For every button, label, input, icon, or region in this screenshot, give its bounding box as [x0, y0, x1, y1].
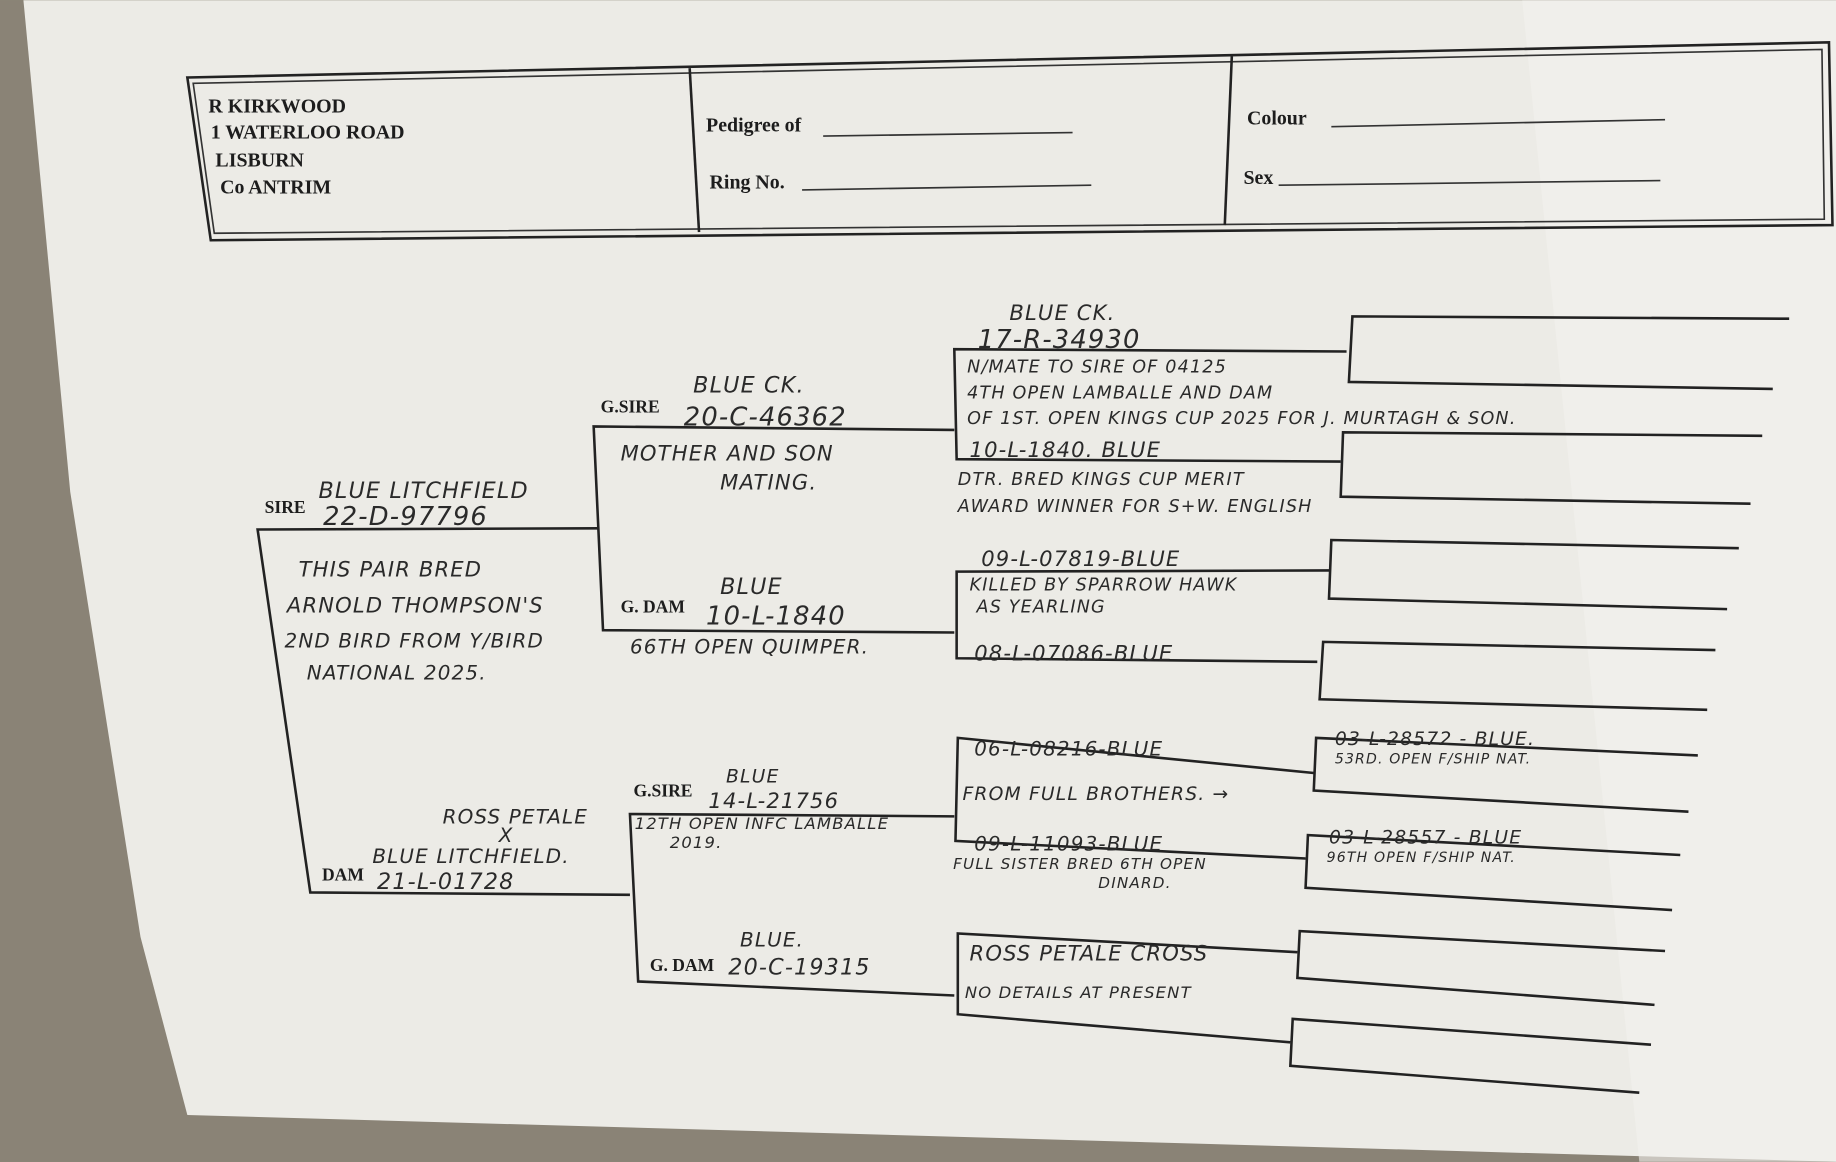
bird-note: 4TH OPEN LAMBALLE AND DAM: [967, 383, 1273, 403]
bird-note: N/MATE TO SIRE OF 04125: [967, 358, 1227, 378]
dam-gsire-label: G.SIRE: [633, 780, 692, 800]
dam-gsire-dam-entry: 09-L-11093-BLUE FULL SISTER BRED 6TH OPE…: [953, 832, 1207, 892]
bird-ring: 10-L-1840. BLUE: [970, 437, 1162, 462]
bird-note: 66TH OPEN QUIMPER.: [630, 636, 869, 659]
sire-note: 2ND BIRD FROM Y/BIRD: [285, 630, 544, 653]
sire-gdam-sire-entry: 09-L-07819-BLUE KILLED BY SPARROW HAWK A…: [970, 546, 1238, 618]
sire-gsire-sire-entry: BLUE CK. 17-R-34930 N/MATE TO SIRE OF 04…: [967, 300, 1516, 429]
header-box: R KIRKWOOD 1 WATERLOO ROAD LISBURN Co AN…: [185, 41, 1834, 242]
colour-label: Colour: [1247, 107, 1307, 129]
sire-entry: BLUE LITCHFIELD 22-D-97796 THIS PAIR BRE…: [285, 478, 544, 684]
ring-no-label: Ring No.: [710, 172, 785, 194]
dam-cross: ROSS PETALE: [443, 805, 588, 828]
bird-ring: 20-C-19315: [728, 954, 870, 980]
bird-note: DTR. BRED KINGS CUP MERIT: [958, 470, 1245, 490]
bird-name: BLUE.: [740, 928, 804, 951]
owner-line-4: Co ANTRIM: [220, 176, 331, 198]
bird-ring: 14-L-21756: [708, 788, 839, 813]
bird-name: BLUE CK.: [1009, 300, 1115, 325]
bird-ring: 03-L-28572 - BLUE.: [1335, 729, 1535, 750]
bird-note: FROM FULL BROTHERS. →: [962, 784, 1229, 805]
sire-name: BLUE LITCHFIELD: [318, 478, 528, 504]
bird-note: ROSS PETALE CROSS: [970, 940, 1209, 965]
sire-gdam-label: G. DAM: [621, 597, 686, 617]
dam-label: DAM: [322, 865, 364, 885]
sire-gdam-dam-entry: 08-L-07086-BLUE: [974, 641, 1173, 666]
bird-name: BLUE CK.: [693, 372, 805, 398]
bird-note: 2019.: [670, 833, 723, 852]
dam-cross: X: [498, 824, 514, 847]
sex-field[interactable]: [1278, 179, 1661, 187]
bird-note: 53RD. OPEN F/SHIP NAT.: [1335, 752, 1531, 768]
bird-ring: 03-L-28557 - BLUE: [1329, 827, 1522, 848]
bird-ring: 09-L-11093-BLUE: [974, 832, 1163, 855]
pedigree-tree-lines: [256, 315, 1790, 1094]
bird-note: MATING.: [720, 470, 817, 495]
bird-ring: 17-R-34930: [978, 325, 1141, 355]
sex-label: Sex: [1244, 167, 1274, 189]
sire-note: THIS PAIR BRED: [299, 556, 483, 581]
dam-entry: ROSS PETALE X BLUE LITCHFIELD. 21-L-0172…: [372, 805, 588, 895]
pedigree-of-label: Pedigree of: [706, 114, 802, 136]
bird-name: BLUE: [726, 766, 779, 787]
bird-ring: 08-L-07086-BLUE: [974, 641, 1173, 666]
sire-note: NATIONAL 2025.: [307, 661, 487, 684]
dam-cross: BLUE LITCHFIELD.: [372, 845, 569, 868]
sire-label: SIRE: [265, 497, 306, 517]
owner-line-2: 1 WATERLOO ROAD: [211, 121, 405, 143]
bird-note: MOTHER AND SON: [621, 440, 834, 465]
dam-gdam-sire-entry: ROSS PETALE CROSS NO DETAILS AT PRESENT: [965, 940, 1209, 1002]
bird-note: AWARD WINNER FOR S+W. ENGLISH: [957, 497, 1313, 517]
bird-ring: 06-L-08216-BLUE: [974, 737, 1163, 760]
sire-note: ARNOLD THOMPSON'S: [285, 593, 544, 618]
bird-note: 96TH OPEN F/SHIP NAT.: [1327, 850, 1516, 866]
sire-gsire-label: G.SIRE: [601, 396, 660, 416]
bird-note: FULL SISTER BRED 6TH OPEN: [953, 855, 1207, 873]
dam-gdam-entry: BLUE. 20-C-19315: [728, 928, 870, 980]
bird-note: OF 1ST. OPEN KINGS CUP 2025 FOR J. MURTA…: [967, 409, 1516, 429]
bird-note: KILLED BY SPARROW HAWK: [970, 575, 1238, 595]
bird-note: AS YEARLING: [976, 598, 1106, 618]
dam-ring: 21-L-01728: [377, 869, 514, 895]
bird-note: NO DETAILS AT PRESENT: [965, 983, 1193, 1002]
owner-line-1: R KIRKWOOD: [208, 96, 346, 118]
colour-field[interactable]: [1331, 118, 1666, 128]
bird-note: 12TH OPEN INFC LAMBALLE: [635, 814, 889, 833]
bird-ring: 09-L-07819-BLUE: [981, 546, 1180, 571]
bird-ring: 20-C-46362: [684, 402, 847, 432]
ring-no-field[interactable]: [802, 184, 1092, 191]
sire-gdam-entry: BLUE 10-L-1840 66TH OPEN QUIMPER.: [630, 574, 869, 659]
paper: [23, 0, 1836, 1162]
dam-gsire-sire-entry: 06-L-08216-BLUE FROM FULL BROTHERS. →: [962, 737, 1229, 805]
sire-ring: 22-D-97796: [323, 502, 488, 532]
bird-note: DINARD.: [1098, 874, 1171, 892]
bird-ring: 10-L-1840: [706, 601, 846, 631]
pedigree-of-field[interactable]: [823, 131, 1073, 137]
dam-gsire-entry: BLUE 14-L-21756 12TH OPEN INFC LAMBALLE …: [635, 766, 889, 852]
sire-gsire-entry: BLUE CK. 20-C-46362 MOTHER AND SON MATIN…: [621, 372, 847, 495]
sire-gsire-dam-entry: 10-L-1840. BLUE DTR. BRED KINGS CUP MERI…: [957, 437, 1313, 517]
owner-line-3: LISBURN: [215, 149, 304, 171]
dam-gdam-label: G. DAM: [650, 955, 715, 975]
gen4-entries: 03-L-28572 - BLUE. 53RD. OPEN F/SHIP NAT…: [1327, 729, 1535, 866]
bird-name: BLUE: [720, 574, 783, 600]
